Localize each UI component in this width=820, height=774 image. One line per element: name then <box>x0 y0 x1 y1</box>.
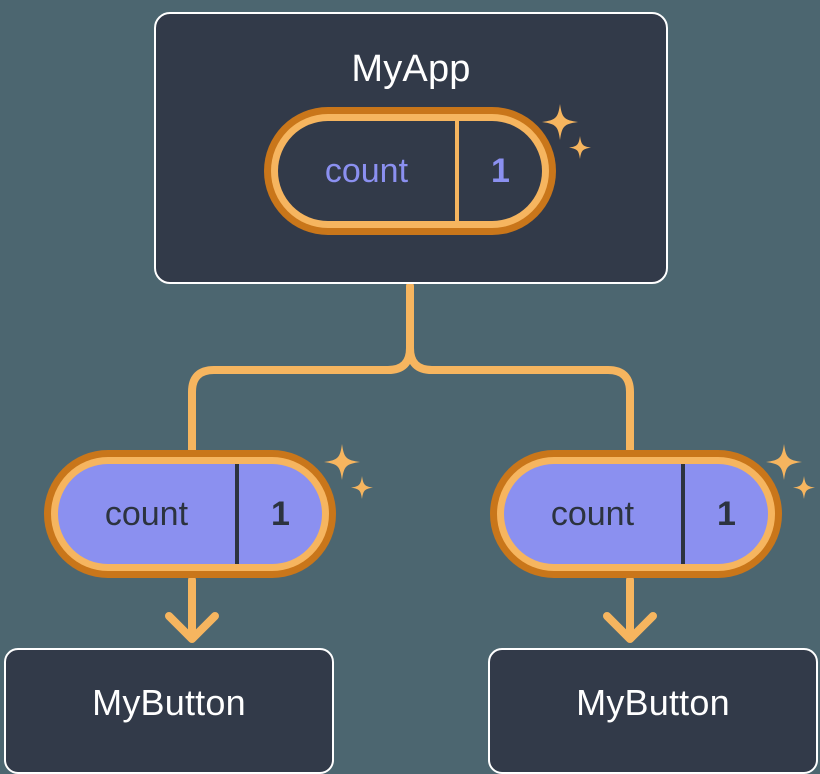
state-value-label: 1 <box>680 464 768 564</box>
connector-branch-left <box>188 344 414 462</box>
state-pill-body: count 1 <box>504 464 768 564</box>
arrow-head-right <box>603 612 657 643</box>
state-pill-right[interactable]: count 1 <box>490 450 782 578</box>
state-value-label: 1 <box>454 121 542 221</box>
state-key-label: count <box>550 494 635 533</box>
state-pill-myapp[interactable]: count 1 <box>264 107 556 235</box>
state-pill-body: count 1 <box>58 464 322 564</box>
state-pill-inner-ring: count 1 <box>51 457 329 571</box>
card-title-mybutton-right: MyButton <box>576 682 730 723</box>
state-key-label: count <box>104 494 189 533</box>
state-key-label: count <box>324 151 409 190</box>
connector-branch-right <box>406 344 634 462</box>
component-card-mybutton-right[interactable]: MyButton <box>488 648 818 774</box>
component-card-mybutton-left[interactable]: MyButton <box>4 648 334 774</box>
state-value-label: 1 <box>234 464 322 564</box>
state-pill-inner-ring: count 1 <box>271 114 549 228</box>
state-pill-left[interactable]: count 1 <box>44 450 336 578</box>
card-title-mybutton-left: MyButton <box>92 682 246 723</box>
state-pill-body: count 1 <box>278 121 542 221</box>
card-title-myapp: MyApp <box>351 48 471 90</box>
arrow-head-left <box>165 612 219 643</box>
state-pill-inner-ring: count 1 <box>497 457 775 571</box>
